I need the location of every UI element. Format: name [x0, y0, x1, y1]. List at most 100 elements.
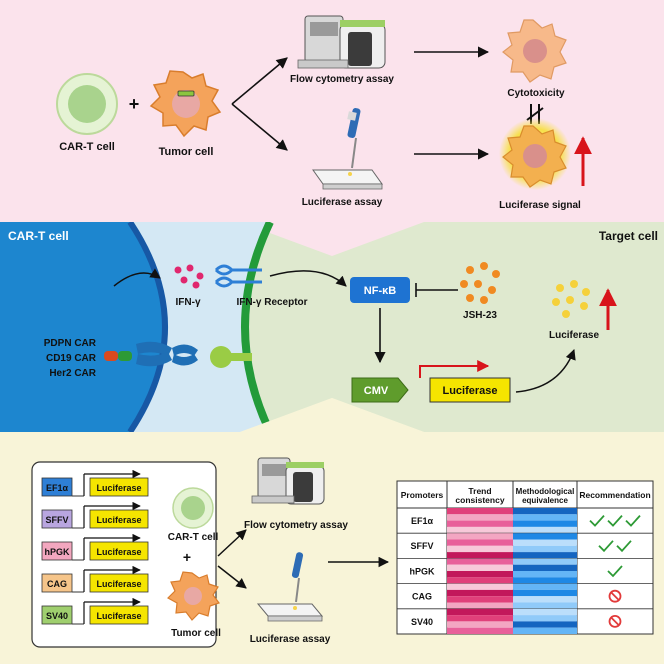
promoter-cell: SV40 — [411, 617, 433, 627]
equivalence-stripe — [513, 621, 577, 628]
bottom-arrow-flow — [217, 529, 247, 557]
middle-panel — [0, 222, 664, 432]
check-icon — [616, 540, 632, 553]
equivalence-stripe — [513, 558, 577, 565]
arrow-to-flow — [231, 57, 288, 105]
trend-stripe — [447, 621, 513, 628]
table-row: EF1α — [411, 508, 641, 534]
gene-label: Luciferase — [96, 515, 141, 525]
trend-stripe — [447, 589, 513, 597]
equivalence-stripe — [513, 552, 577, 559]
promoter-box — [41, 605, 73, 625]
equivalence-stripe — [513, 514, 577, 521]
trend-stripe — [447, 602, 513, 609]
bottom-flow-label: Flow cytometry assay — [244, 520, 348, 531]
equivalence-stripe — [513, 589, 577, 597]
trend-stripe — [447, 545, 513, 553]
bottom-tumor-label: Tumor cell — [171, 628, 221, 639]
nfkb-label: NF-κB — [364, 285, 396, 297]
reporter-label: Luciferase — [442, 385, 497, 397]
ifng-label: IFN-γ — [176, 297, 201, 308]
reject-icon — [608, 615, 622, 628]
trend-stripe — [447, 583, 513, 590]
lysed-tumor-icon — [502, 19, 567, 83]
promoter-cell: hPGK — [409, 566, 435, 576]
construct-row: SV40 Luciferase — [41, 602, 149, 625]
cmv-promoter — [351, 377, 409, 403]
trend-stripe — [447, 539, 513, 546]
gene-label: Luciferase — [96, 483, 141, 493]
table-row: CAG — [397, 583, 653, 609]
gene-label: Luciferase — [96, 547, 141, 557]
check-icon — [607, 565, 623, 578]
equivalence-stripe — [513, 520, 577, 527]
top-panel: CAR-T cell + Tumor cell Flow cytometry a… — [0, 0, 664, 224]
tss-arrow — [83, 474, 140, 496]
target-antigen-icon — [210, 346, 252, 368]
jsh23-molecules — [460, 262, 500, 304]
arrow-to-luciferase — [231, 103, 288, 151]
table-row: SFFV — [397, 532, 653, 559]
promoter-label: CAG — [47, 579, 67, 589]
tss-arrow — [83, 570, 140, 592]
trend-stripe — [447, 526, 513, 534]
table-row: hPGK — [397, 558, 653, 584]
table-header-recommendation: Recommendation — [579, 490, 650, 500]
trend-stripe — [447, 608, 513, 616]
equivalence-stripe — [513, 533, 577, 540]
luciferase-assay-label: Luciferase assay — [302, 197, 383, 208]
gene-label: Luciferase — [96, 579, 141, 589]
promoter-cell: EF1α — [411, 516, 434, 526]
expression-arrow — [515, 349, 576, 393]
equivalence-stripe — [513, 608, 577, 616]
check-icon — [607, 514, 623, 527]
cmv-label: CMV — [364, 385, 389, 397]
tss-arrow — [83, 538, 140, 560]
trend-stripe — [447, 571, 513, 578]
trend-stripe — [447, 558, 513, 565]
transcription-arrow — [419, 360, 490, 378]
trend-stripe — [447, 615, 513, 622]
ifng-receptor-icon — [214, 264, 262, 288]
equivalence-stripe — [513, 583, 577, 590]
flow-cytometer-icon — [297, 15, 386, 69]
bottom-tumor-icon — [167, 571, 220, 621]
ifng-receptor-label: IFN-γ Receptor — [236, 297, 307, 308]
luciferase-gene-box — [89, 573, 149, 593]
car-t-title: CAR-T cell — [8, 229, 69, 243]
gene-label: Luciferase — [96, 611, 141, 621]
promoter-box — [41, 509, 73, 529]
promoter-cell: SFFV — [410, 541, 433, 551]
equivalence-stripe — [513, 615, 577, 622]
luciferase-reporter — [429, 377, 511, 403]
equivalence-stripe — [513, 571, 577, 578]
equivalence-stripe — [513, 564, 577, 571]
promoter-label: SV40 — [46, 611, 68, 621]
ifng-molecules — [174, 264, 204, 289]
luciferase-gene-box — [89, 605, 149, 625]
car-her2-label: Her2 CAR — [49, 368, 96, 379]
luciferase-signal-label: Luciferase signal — [499, 200, 581, 211]
equivalence-stripe — [513, 508, 577, 515]
equivalence-stripe — [513, 602, 577, 609]
target-cell-title: Target cell — [599, 229, 658, 243]
construct-row: hPGK Luciferase — [41, 538, 148, 561]
promoter-box — [41, 541, 73, 561]
equivalence-stripe — [513, 545, 577, 553]
promoter-box — [41, 477, 73, 497]
bottom-car-t-icon — [172, 487, 214, 529]
receptor-to-nfkb-arrow — [269, 270, 347, 287]
bottom-luciferase-label: Luciferase assay — [250, 634, 331, 645]
equivalence-stripe — [513, 627, 577, 634]
jsh23-label: JSH-23 — [463, 310, 497, 321]
promoter-label: hPGK — [44, 547, 70, 557]
tss-arrow — [83, 506, 140, 528]
promoter-cell: CAG — [412, 592, 432, 602]
car-cd19-label: CD19 CAR — [46, 353, 97, 364]
